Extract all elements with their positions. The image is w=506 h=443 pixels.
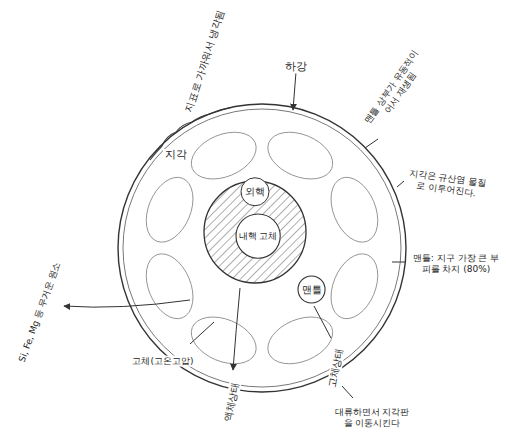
leader-line [365, 139, 378, 148]
convection-cell [137, 247, 202, 326]
crust-surface [150, 108, 230, 160]
node-label: 내핵 고체 [239, 231, 278, 241]
leader-line [314, 306, 331, 338]
convection-cell [322, 170, 387, 249]
note-label: 맨틀 상부가 유동적이어서 재생됨 [360, 45, 432, 134]
mantle-bubble: 맨틀 [297, 275, 326, 304]
leader-line [342, 386, 353, 398]
leader-line [190, 322, 214, 344]
convection-cell [322, 247, 387, 326]
note-label: 지표로 가까워서 냉각됨 [183, 8, 228, 115]
leader-line [293, 72, 296, 110]
convection-cell [261, 308, 340, 373]
node-label: 맨틀 [302, 284, 322, 296]
note-label: 대류하면서 지각판을 이동시킨다 [333, 407, 411, 429]
note-label: 하강 [284, 60, 308, 73]
inner-core-circle: 내핵 고체 [235, 213, 281, 259]
leader-line [397, 181, 404, 187]
leader-arrow [64, 300, 190, 307]
note-label: Si, Fe, Mg 등 무거운 원소 [16, 259, 63, 364]
note-label: 맨틀: 지구 가장 큰 부피를 차지 (80%) [411, 253, 501, 275]
convection-cell [184, 308, 263, 373]
note-label: 고체(고온고압) [131, 356, 194, 367]
note-label: 지각은 규산염 물질로 이루어진다. [404, 167, 490, 200]
convection-cells [137, 123, 387, 373]
leader-line [392, 262, 405, 263]
earth-circle: 지각맨틀외핵내핵 고체 [117, 103, 407, 393]
leader-arrow [233, 288, 240, 370]
outer-core-circle: 외핵내핵 고체 [203, 180, 307, 284]
crust-inner-line [123, 109, 401, 387]
convection-cell [137, 170, 202, 249]
convection-cell [261, 123, 340, 188]
node-label: 외핵 [245, 186, 265, 198]
node-label: 지각 [163, 149, 189, 162]
